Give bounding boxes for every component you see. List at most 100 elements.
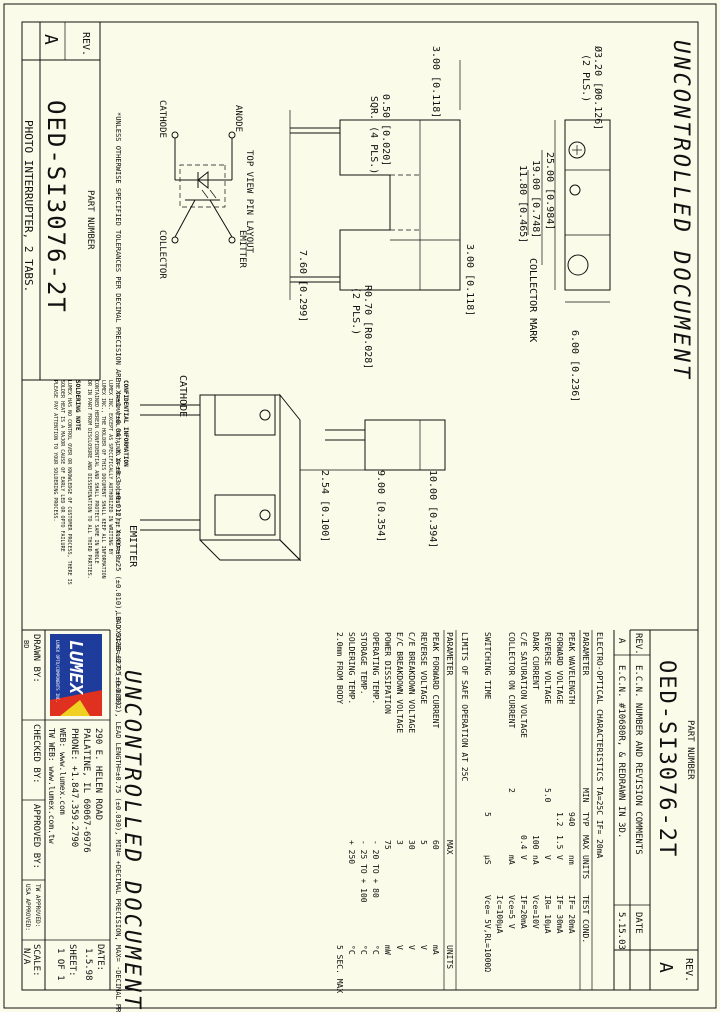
limits-cell: 3: [395, 840, 404, 845]
eo-cell: PEAK WAVELENGTH: [567, 632, 576, 704]
date-value: 1.5.98: [83, 948, 93, 981]
confidential-line-1: THE INFORMATION CONTAINED IN THIS DOCUME…: [114, 380, 120, 564]
eo-cell: IF= 30mA: [555, 895, 564, 934]
logo-text: LUMEX: [65, 640, 86, 695]
eo-h-param: PARAMETER: [581, 632, 590, 676]
revision-col-rev: REV.: [633, 633, 643, 655]
dim-radius: R0.70 [R0.028]: [362, 285, 373, 369]
eo-cell: V: [543, 855, 552, 860]
revision-part-label: PART NUMBER: [685, 720, 695, 780]
address-line-4: WEB: www.lumex.com: [58, 728, 67, 815]
limits-cell: 2.0mm FROM BODY: [335, 632, 344, 704]
pin-anode-label: ANODE: [233, 105, 243, 132]
limits-cell: 30: [407, 840, 416, 850]
eo-cell: SWITCHING TIME: [483, 632, 492, 700]
eo-cell: V: [555, 855, 564, 860]
limits-cell: V: [419, 945, 428, 950]
limits-cell: °C: [359, 945, 368, 955]
eo-cell: REVERSE VOLTAGE: [543, 632, 552, 704]
dim-pitch: 2.54 [0.100]: [319, 470, 330, 542]
tolerance-note: *UNLESS OTHERWISE SPECIFIED TOLERANCES P…: [114, 112, 122, 710]
eo-cell: Ic=100μA: [495, 895, 504, 934]
eo-cell: DARK CURRENT: [531, 632, 540, 690]
eo-h-max: MAX: [581, 835, 590, 850]
eo-cell: 940: [567, 812, 576, 827]
scale-label: SCALE:: [31, 944, 41, 977]
eo-cell: IF= 20mA: [567, 895, 576, 934]
limits-cell: 75: [383, 840, 392, 850]
mount-hole-2: [567, 254, 589, 276]
limits-h-param: PARAMETER: [445, 632, 454, 676]
limits-cell: mW: [383, 945, 392, 955]
eo-cell: 100: [531, 835, 540, 850]
limits-cell: REVERSE VOLTAGE: [419, 632, 428, 704]
confidential-block: CONFIDENTIAL INFORMATION THE INFORMATION…: [52, 380, 129, 585]
logo-subtext: LUMEX OPTO/COMPONENTS INC.: [55, 640, 60, 703]
dim-lead-top: 3.00 [0.118]: [430, 46, 441, 118]
limits-cell: V: [407, 945, 416, 950]
dim-total-width: 25.00 [0.984]: [544, 152, 555, 230]
confidential-line-5: OR IN PART FROM DISCLOSURE AND DISSEMINA…: [86, 380, 92, 579]
dim-lead-sq2: SQR. (4 PLS.): [368, 96, 379, 174]
dim-radius-qty: (2 PLS.): [350, 287, 361, 335]
eo-cell: C/E SATURATION VOLTAGE: [519, 632, 528, 738]
dim-lead-length: 7.60 [0.299]: [297, 250, 308, 322]
eo-cell: μS: [483, 855, 492, 865]
limits-cell: OPERATING TEMP.: [371, 632, 380, 704]
eo-cell: 0.4: [519, 835, 528, 850]
inner-border: [21, 21, 699, 991]
lead-note: LEAD SIZE=±0.05 (±0.002), LEAD LENGTH=±0…: [114, 612, 122, 1012]
checked-by-label: CHECKED BY:: [31, 724, 41, 784]
pin-collector-label: COLLECTOR: [157, 230, 167, 279]
limits-cell: 5: [419, 840, 428, 845]
solder-note-title: SOLDERING NOTE: [74, 380, 81, 431]
collector-mark-icon: [569, 184, 581, 196]
limits-cell: 60: [431, 840, 440, 850]
approved-by-label: APPROVED BY:: [31, 804, 41, 869]
dim-slot-depth: 9.00 [0.354]: [375, 470, 386, 542]
dim-lead-sq: 0.50 [0.020]: [380, 94, 391, 166]
watermark-bottom: UNCONTROLLED DOCUMENT: [119, 670, 144, 1011]
rev-header-part-label: PART NUMBER: [85, 190, 95, 250]
pin-cathode-label: CATHODE: [157, 100, 167, 138]
confidential-line-4: CONTAINED HEREIN CONFIDENTIAL AND SHALL …: [93, 380, 99, 564]
eo-cell: Vce=10V: [531, 895, 540, 929]
address-line-2: PALATINE, IL 60067-6976: [81, 728, 91, 853]
eo-cell: 1.2: [555, 812, 564, 827]
limits-cell: mA: [431, 945, 440, 955]
eo-cell: 5.0: [543, 788, 552, 803]
side-view-drawing: [300, 419, 446, 471]
eo-cell: 1.5: [555, 835, 564, 850]
solder-note-line-1: LUMEX HAS NO CONTROL OVER OR KNOWLEDGE O…: [66, 380, 72, 585]
electro-optical-table: ELECTRO-OPTICAL CHARACTERISTICS TA=25C I…: [483, 630, 604, 990]
dim-hole-qty: (2 PLS.): [580, 54, 591, 102]
title-block: LUMEX LUMEX OPTO/COMPONENTS INC. 290 E. …: [21, 629, 111, 990]
limits-h-units: UNITS: [445, 945, 454, 969]
revision-rev-label: REV.: [683, 958, 694, 982]
rev-header-label: REV.: [80, 32, 91, 56]
eo-cell: 5: [483, 812, 492, 817]
outer-border: [3, 3, 717, 1009]
dim-hole-width: 19.00 [0.748]: [530, 160, 541, 238]
limits-cell: - 20 TO + 80: [371, 840, 380, 898]
collector-mark-label: COLLECTOR MARK: [527, 258, 538, 342]
limits-h-max: MAX: [445, 840, 454, 855]
limits-cell: SOLDERING TEMP.: [347, 632, 356, 704]
dim-gap: 3.00 [0.118]: [464, 244, 475, 316]
revision-rev-value: A: [655, 962, 676, 973]
eo-cell: FORWARD VOLTAGE: [555, 632, 564, 704]
sheet-value: 1 OF 1: [55, 948, 65, 981]
top-view-drawing: [527, 119, 611, 303]
dim-hole-dia: Ø3.20 [Ø0.126]: [592, 46, 604, 130]
drawn-by-label: DRAWN BY:: [31, 634, 41, 683]
limits-cell: POWER DISSIPATION: [383, 632, 392, 714]
limits-cell: PEAK FORWARD CURRENT: [431, 632, 440, 729]
limits-cell: - 25 TO + 100: [359, 840, 368, 903]
watermark-top: UNCONTROLLED DOCUMENT: [668, 40, 693, 381]
iso-emitter-label: EMITTER: [127, 525, 138, 568]
revision-block: PART NUMBER OED-SI3076-2T REV. A REV. E.…: [613, 629, 698, 990]
eo-title: ELECTRO-OPTICAL CHARACTERISTICS TA=25C I…: [595, 632, 604, 859]
